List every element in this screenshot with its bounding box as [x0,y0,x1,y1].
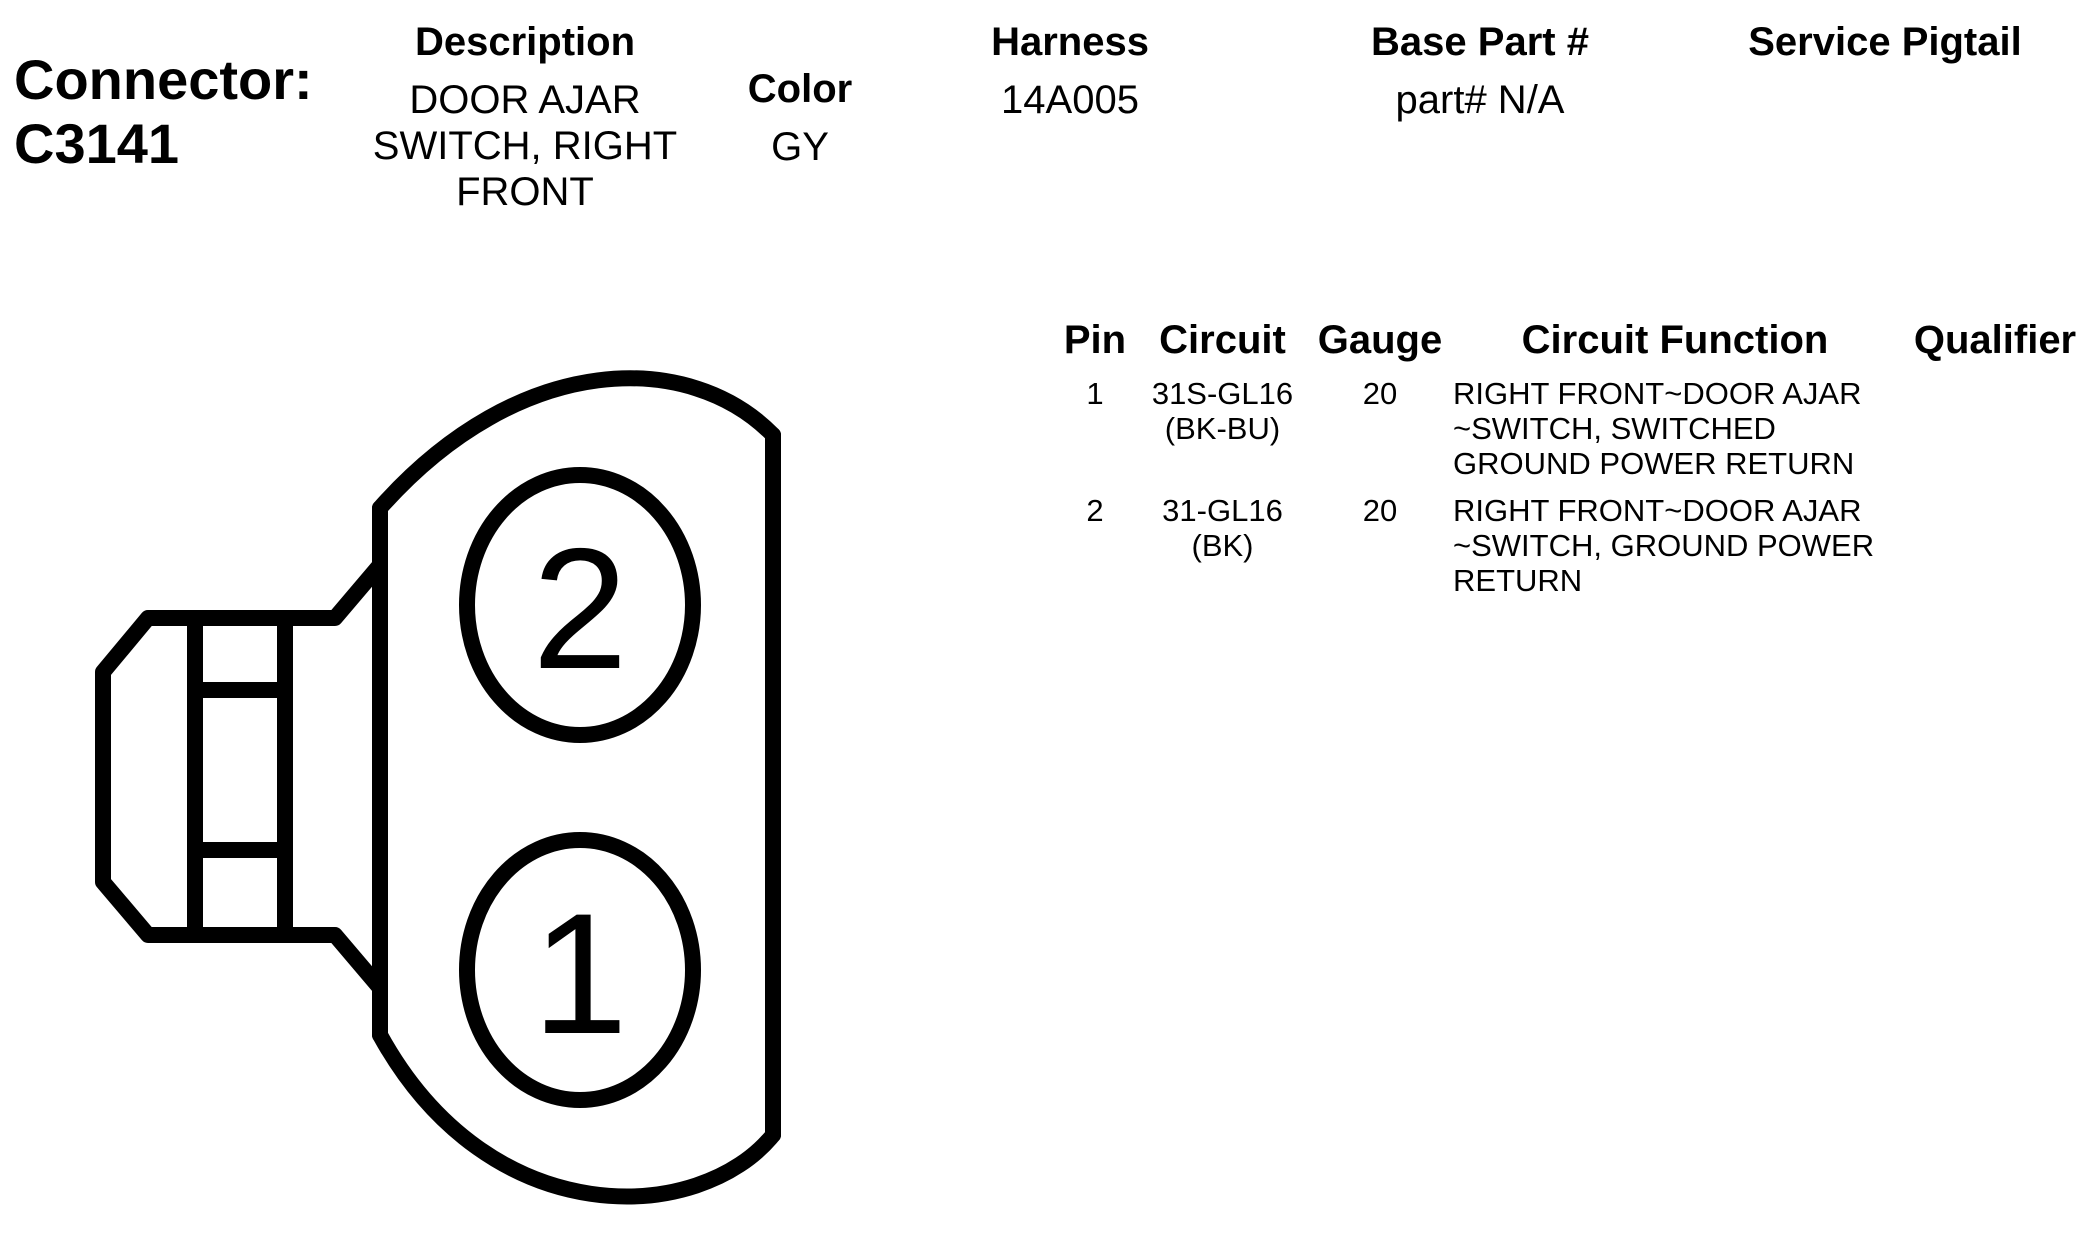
description-line: DOOR AJAR [409,78,641,122]
circuit-line: 31S-GL16 [1151,376,1294,411]
qualifier-column-header: Qualifier [1913,318,2077,362]
description-line: SWITCH, RIGHT [372,124,678,168]
function-line: ~SWITCH, SWITCHED [1453,411,1776,446]
function-line: ~SWITCH, GROUND POWER [1453,528,1875,563]
circuit-column-header: Circuit [1159,318,1286,362]
harness-header: Harness [991,20,1149,64]
row-1-function: RIGHT FRONT~DOOR AJAR ~SWITCH, SWITCHED … [1453,376,1893,481]
housing-top-curve [372,370,781,516]
function-line: RETURN [1453,563,1583,598]
gauge-column-header: Gauge [1317,318,1443,362]
pin-1-cavity [459,832,701,1108]
color-value: GY [771,125,829,169]
function-line: RIGHT FRONT~DOOR AJAR [1453,376,1862,411]
pin-column-header: Pin [1063,318,1127,362]
base-part-header: Base Part # [1371,20,1589,64]
description-value: DOOR AJAR SWITCH, RIGHT FRONT [335,77,715,215]
connector-outline [95,370,781,1205]
base-part-value: part# N/A [1395,78,1565,122]
row-1-circuit: 31S-GL16 (BK-BU) [1140,376,1305,446]
description-line: FRONT [456,170,594,214]
row-2-gauge: 20 [1362,493,1398,528]
circuit-line: 31-GL16 [1162,493,1283,528]
function-line: GROUND POWER RETURN [1453,446,1855,481]
pin-2-cavity [459,467,701,743]
connector-id: C3141 [14,112,180,175]
row-2-circuit: 31-GL16 (BK) [1140,493,1305,563]
connector-label: Connector: [14,48,313,111]
pin-1-label: 1 [532,878,628,1070]
description-header: Description [414,20,636,64]
function-line: RIGHT FRONT~DOOR AJAR [1453,493,1862,528]
circuit-line: (BK) [1191,528,1254,563]
pin-2-label: 2 [532,513,628,705]
row-2-function: RIGHT FRONT~DOOR AJAR ~SWITCH, GROUND PO… [1453,493,1893,598]
circuit-function-column-header: Circuit Function [1521,318,1829,362]
row-2-pin: 2 [1086,493,1104,528]
service-pigtail-header: Service Pigtail [1748,20,2022,64]
row-1-pin: 1 [1086,376,1104,411]
harness-value: 14A005 [1001,78,1139,122]
housing-bottom-curve [372,1027,781,1205]
row-1-gauge: 20 [1362,376,1398,411]
latch-outline [95,557,388,996]
color-header: Color [747,67,853,111]
circuit-line: (BK-BU) [1164,411,1281,446]
connector-title: Connector: C3141 [14,48,313,176]
